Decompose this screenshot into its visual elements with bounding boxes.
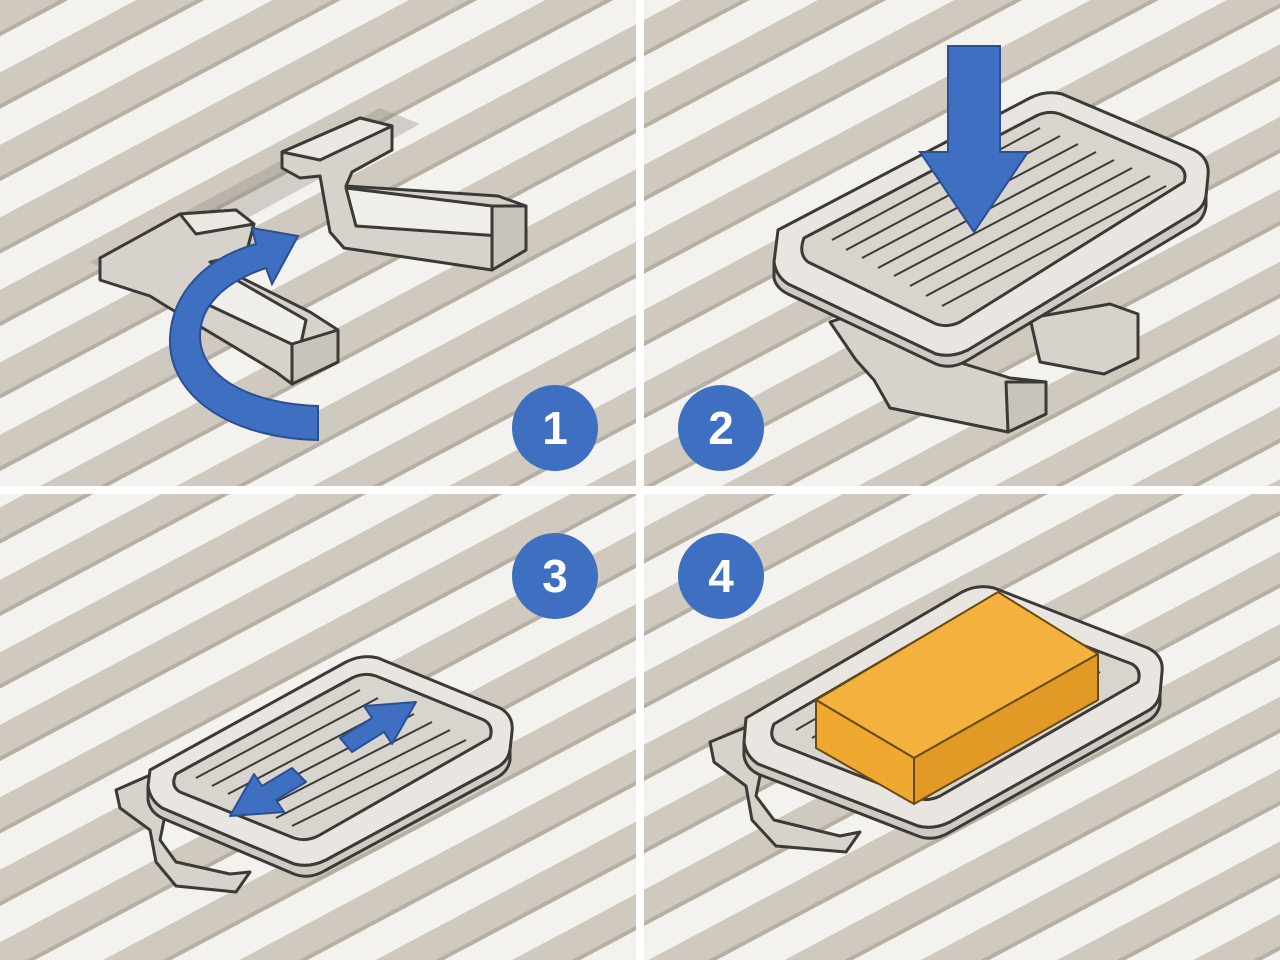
step-badge-1: 1 <box>512 385 598 471</box>
soap-side <box>913 653 1099 805</box>
panel-step-2: 2 <box>644 0 1280 486</box>
panel-step-3: 3 <box>0 494 636 960</box>
mount-clip-left <box>98 208 340 386</box>
mount-clips <box>828 302 1140 434</box>
panel-divider-horizontal <box>0 486 1280 494</box>
soap-bar <box>815 591 1099 805</box>
slide-arrow-in <box>229 767 307 817</box>
step-number: 2 <box>708 402 734 454</box>
step-badge-4: 4 <box>678 533 764 619</box>
press-down-arrow <box>918 45 1030 234</box>
panel-step-4: 4 <box>644 494 1280 960</box>
step-number: 3 <box>542 550 568 602</box>
step-number: 1 <box>542 402 568 454</box>
rotate-arrow <box>168 226 319 442</box>
step-number: 4 <box>708 550 734 602</box>
step-badge-3: 3 <box>512 533 598 619</box>
slide-arrow-out <box>339 701 417 753</box>
step-badge-2: 2 <box>678 385 764 471</box>
panel-step-1: 1 <box>0 0 636 486</box>
mount-clip-right <box>280 116 528 272</box>
panel-divider-vertical <box>636 0 644 960</box>
slide-arrows <box>229 701 417 817</box>
tray-slats <box>831 127 1167 307</box>
